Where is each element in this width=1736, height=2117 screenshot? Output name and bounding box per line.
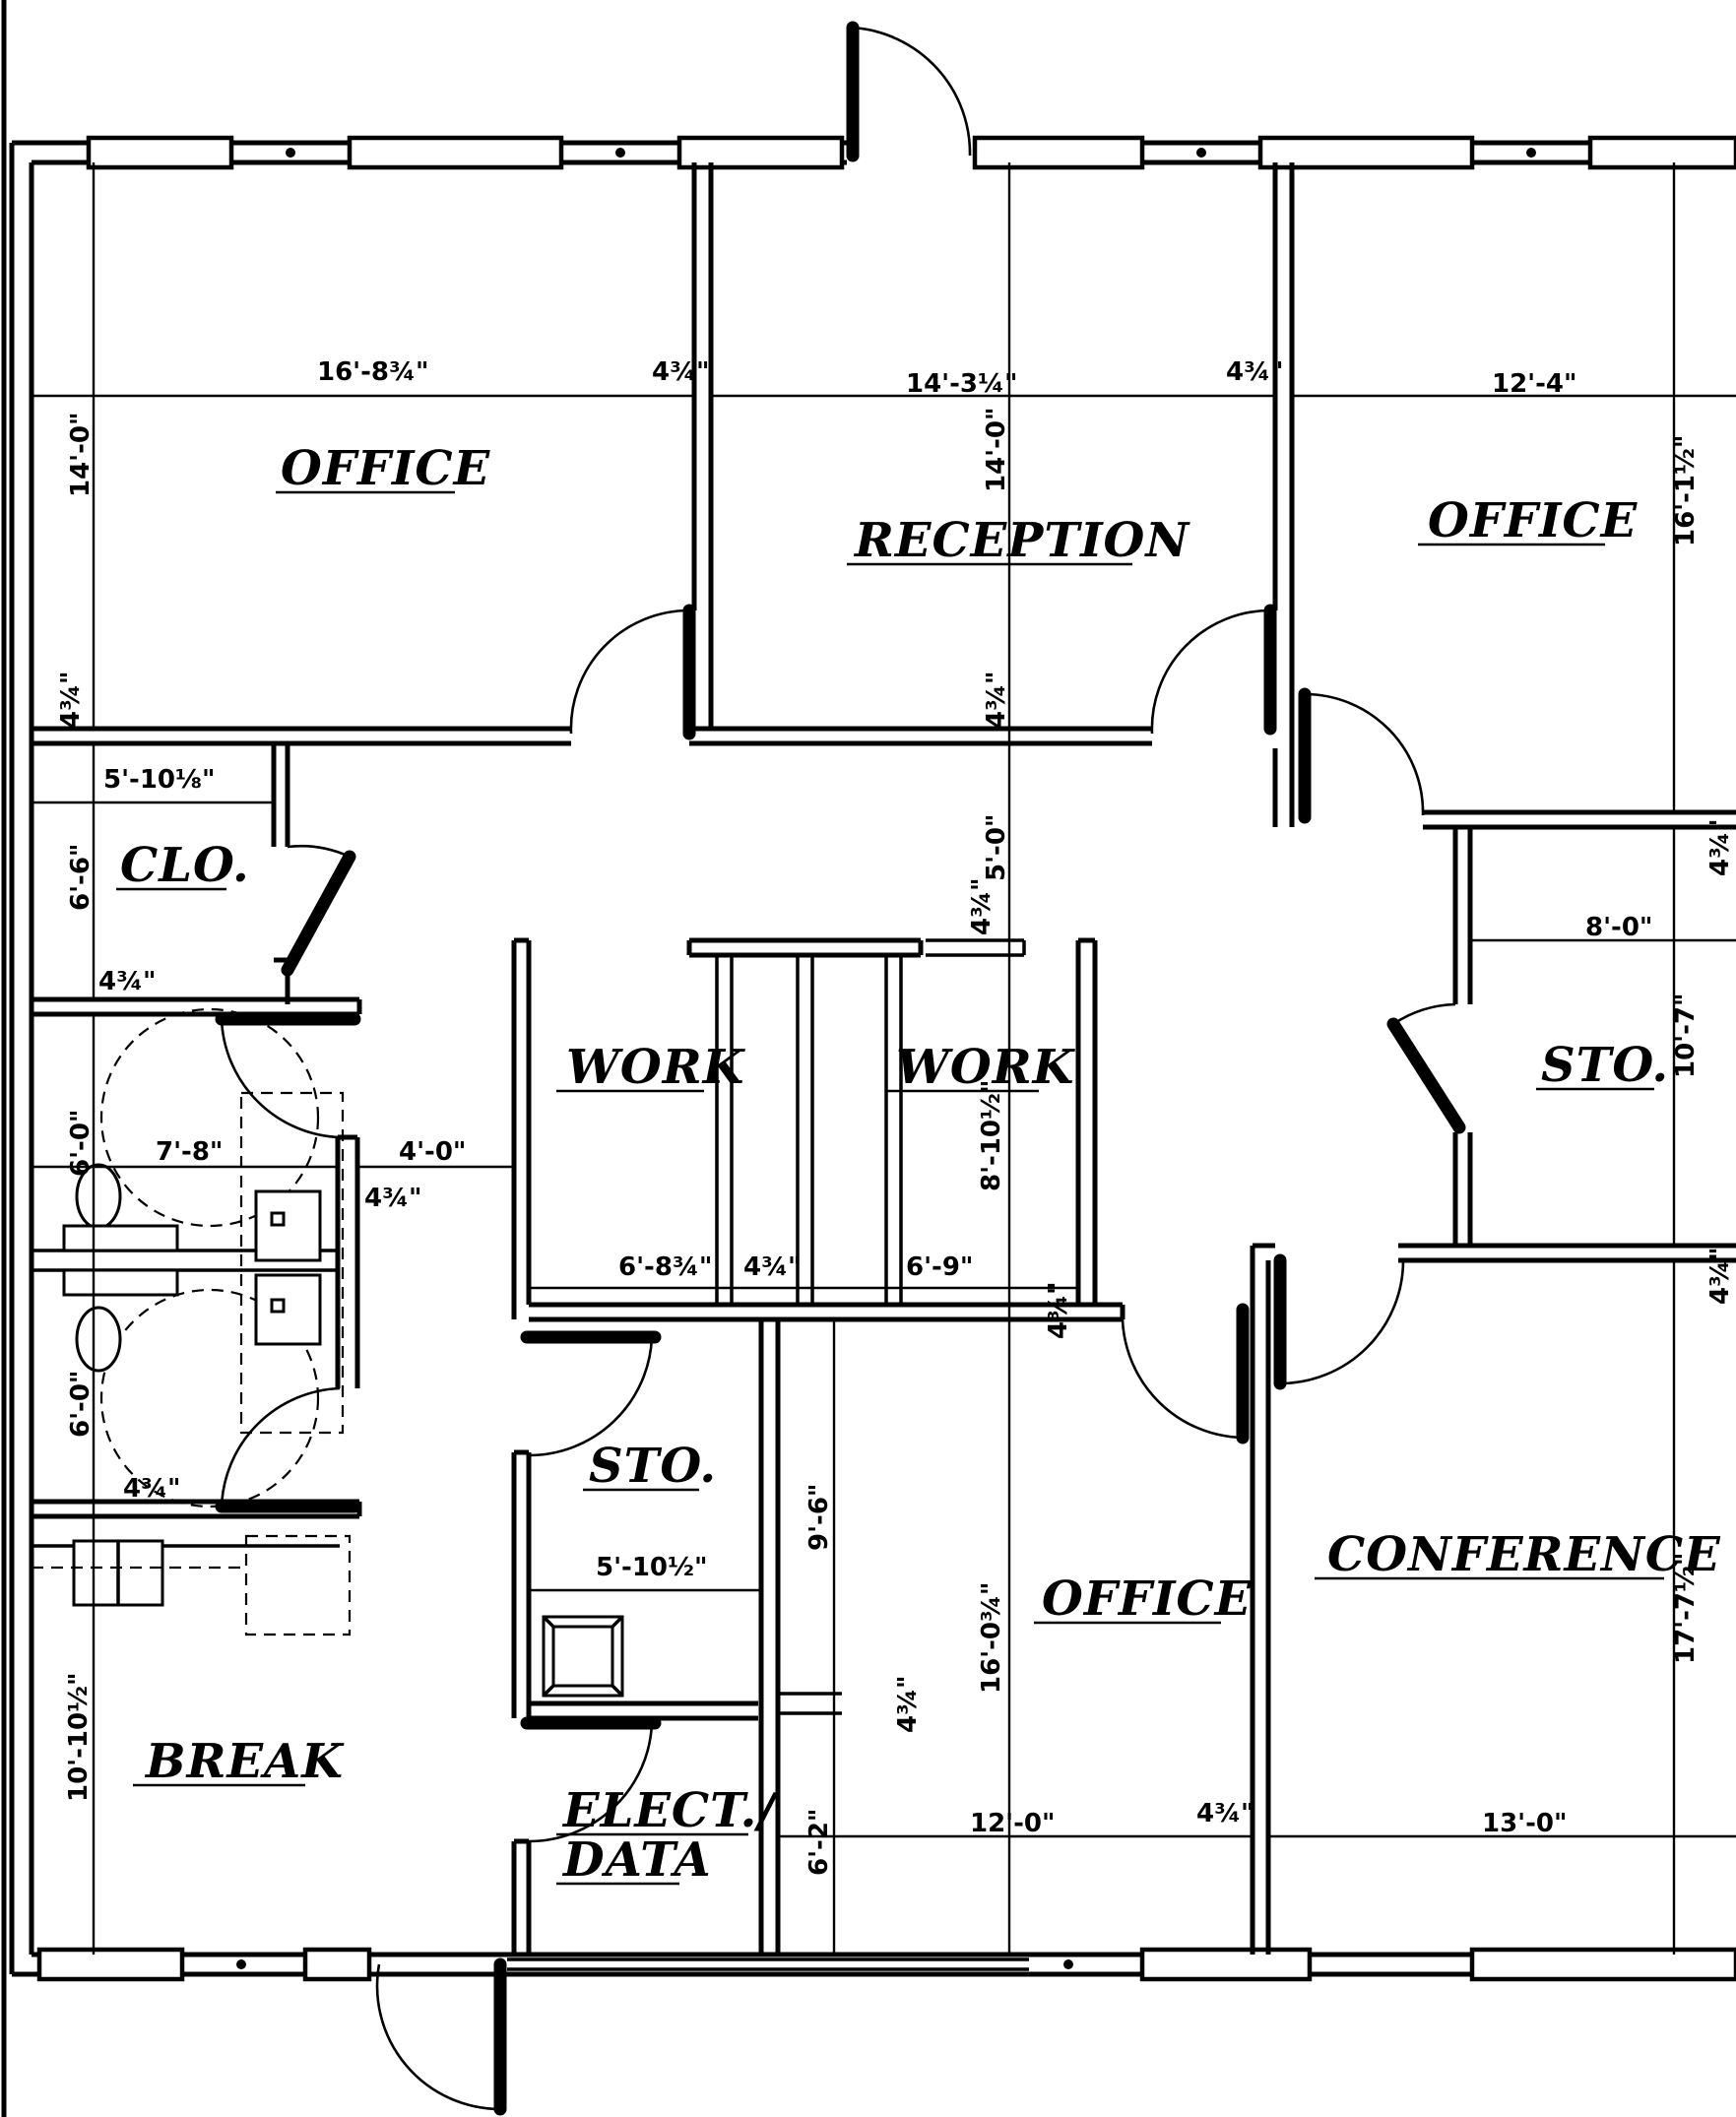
dim-office-south-width: 12'-0": [970, 1809, 1056, 1838]
dim-wall-12: 4¾": [1196, 1799, 1254, 1828]
room-label-elect-data-1: ELECT./: [561, 1783, 779, 1838]
dim-wall-3: 4¾": [56, 671, 86, 729]
dim-storage-east-width: 8'-0": [1585, 913, 1652, 942]
room-label-office-ne: OFFICE: [1428, 493, 1639, 548]
room-label-storage-mid: STO.: [589, 1439, 717, 1494]
dim-restroom-width: 7'-8": [156, 1137, 223, 1167]
dim-storage-mid-width: 5'-10½": [596, 1553, 707, 1582]
entry-doors: [375, 21, 972, 2116]
room-label-conference: CONFERENCE: [1327, 1527, 1721, 1582]
dim-office-ne-depth: 16'-1½": [1671, 435, 1701, 546]
room-label-break: BREAK: [144, 1734, 345, 1789]
dim-wall-5: 4¾": [98, 967, 157, 996]
room-label-closet: CLO.: [120, 838, 250, 893]
dim-wall-9: 4¾": [1044, 1281, 1073, 1339]
room-label-office-south: OFFICE: [1042, 1572, 1253, 1627]
dim-wall-1: 4¾": [652, 357, 710, 387]
dim-closet-width: 5'-10⅛": [103, 765, 215, 795]
dim-closet-depth: 6'-6": [66, 844, 96, 911]
dim-wall-6: 4¾": [967, 877, 997, 935]
windows-bottom: [36, 1947, 1736, 1982]
room-label-storage-east: STO.: [1541, 1038, 1669, 1093]
dim-reception-depth: 14'-0": [982, 407, 1011, 492]
dim-break-depth: 10'-10½": [64, 1672, 94, 1802]
dim-wall-4: 4¾": [982, 671, 1011, 729]
dim-work-1-width: 6'-8¾": [618, 1252, 712, 1282]
dim-wall-7: 4¾": [364, 1184, 422, 1213]
dim-corridor-2: 4'-0": [399, 1137, 466, 1167]
dim-conference-depth: 17'-7½": [1671, 1553, 1701, 1664]
interior-walls: [32, 162, 1736, 1955]
dim-restroom-depth-1: 6'-0": [66, 1110, 96, 1177]
interior-doors: [215, 604, 1466, 1843]
dim-storage-east-depth: 10'-7": [1671, 993, 1701, 1078]
room-label-elect-data-2: DATA: [561, 1832, 712, 1888]
room-label-work-1: WORK: [566, 1040, 746, 1095]
room-label-work-2: WORK: [896, 1040, 1076, 1095]
dim-reception-width: 14'-3¼": [906, 369, 1017, 399]
dim-work-depth: 8'-10½": [977, 1080, 1006, 1191]
dim-wall-10: 4¾": [123, 1474, 181, 1504]
dim-office-south-depth-a: 9'-6": [804, 1484, 834, 1551]
dim-restroom-depth-2: 6'-0": [66, 1371, 96, 1438]
dim-office-ne-width: 12'-4": [1492, 369, 1577, 399]
dimension-lines: [32, 162, 1736, 1955]
dimension-labels: 16'-8¾" 14'-0" 4¾" 14'-3¼" 14'-0" 4¾" 12…: [56, 357, 1735, 1876]
room-labels: OFFICE RECEPTION OFFICE CLO. WORK WORK S…: [116, 441, 1721, 1888]
dim-elect-depth: 6'-2": [804, 1809, 834, 1876]
dim-office-nw-depth: 14'-0": [66, 412, 96, 497]
dim-wall-13: 4¾": [1705, 818, 1735, 876]
fixtures: [32, 1007, 624, 1698]
room-label-office-nw: OFFICE: [281, 441, 491, 496]
dim-work-2-width: 6'-9": [906, 1252, 973, 1282]
dim-corridor-1: 5'-0": [982, 814, 1011, 881]
dim-office-nw-width: 16'-8¾": [317, 357, 428, 387]
room-label-reception: RECEPTION: [853, 513, 1190, 568]
dim-wall-8: 4¾": [743, 1252, 802, 1282]
dim-conference-width: 13'-0": [1482, 1809, 1568, 1838]
windows-top: [86, 135, 1736, 170]
dim-wall-14: 4¾": [1705, 1247, 1735, 1305]
dim-wall-2: 4¾": [1226, 357, 1284, 387]
dim-office-south-depth-b: 16'-0¾": [977, 1582, 1006, 1694]
dim-wall-11: 4¾": [893, 1675, 923, 1733]
